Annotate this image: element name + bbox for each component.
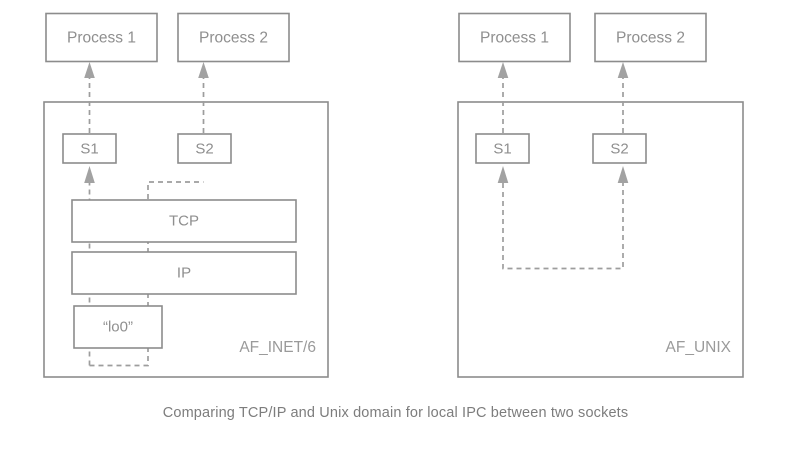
panel-unix: Process 1 Process 2	[457, 12, 744, 378]
domain-tag-unix: AF_UNIX	[666, 339, 732, 356]
stack-layer-ip-rect	[71, 251, 297, 295]
arrowhead-up-icon	[617, 62, 629, 78]
panel-tcpip: Process 1 Process 2	[43, 12, 329, 378]
process-box-2-right-rect	[594, 12, 707, 63]
process-box-1-right[interactable]: Process 1	[458, 12, 571, 63]
flow-socket1-to-process1-left	[84, 62, 95, 133]
process-box-2-left-rect	[177, 12, 290, 63]
arrowhead-up-icon	[617, 166, 629, 183]
arrowhead-up-icon	[198, 62, 209, 78]
process-box-1-left-label: Process 1	[67, 30, 136, 47]
stack-layer-lo0-rect	[73, 305, 163, 349]
socket-box-s2-left-label: S2	[195, 140, 213, 157]
process-box-2-left-label: Process 2	[199, 30, 268, 47]
socket-box-s2-right-rect	[592, 133, 647, 164]
socket-box-s1-left-label: S1	[80, 140, 98, 157]
process-box-1-right-rect	[458, 12, 571, 63]
stack-layer-tcp[interactable]: TCP	[71, 199, 297, 243]
socket-box-s1-right-label: S1	[493, 140, 511, 157]
arrowhead-up-icon	[497, 62, 509, 78]
process-box-1-left[interactable]: Process 1	[45, 12, 158, 63]
domain-tag-tcpip: AF_INET/6	[239, 339, 316, 356]
stack-layer-ip-label: IP	[177, 264, 191, 281]
stack-layer-tcp-label: TCP	[169, 212, 199, 229]
socket-box-s1-right[interactable]: S1	[475, 133, 530, 164]
process-box-2-right[interactable]: Process 2	[594, 12, 707, 63]
socket-box-s2-left[interactable]: S2	[177, 133, 232, 164]
flow-loopback-sockets-right	[497, 166, 629, 270]
process-box-1-left-rect	[45, 12, 158, 63]
stack-layer-ip[interactable]: IP	[71, 251, 297, 295]
stack-layer-lo0[interactable]: “lo0”	[73, 305, 163, 349]
socket-box-s1-left-rect	[62, 133, 117, 164]
socket-box-s1-right-rect	[475, 133, 530, 164]
stack-layer-lo0-label: “lo0”	[103, 318, 133, 335]
flow-socket1-to-process1-right	[497, 62, 509, 133]
arrowhead-up-icon	[497, 166, 509, 183]
stack-layer-tcp-rect	[71, 199, 297, 243]
socket-box-s2-right[interactable]: S2	[592, 133, 647, 164]
flow-loopback-to-socket2-left-path	[89, 181, 204, 367]
process-box-2-left[interactable]: Process 2	[177, 12, 290, 63]
socket-box-s2-left-rect	[177, 133, 232, 164]
flow-loopback-to-socket2-left	[89, 181, 204, 367]
flow-socket2-to-process2-right	[617, 62, 629, 133]
socket-box-s1-left[interactable]: S1	[62, 133, 117, 164]
flow-socket2-to-process2-left	[198, 62, 209, 133]
flow-loopback-sockets-right-path	[502, 183, 624, 270]
socket-box-s2-right-label: S2	[610, 140, 628, 157]
figure-caption: Comparing TCP/IP and Unix domain for loc…	[162, 405, 629, 421]
process-box-2-right-label: Process 2	[616, 30, 685, 47]
process-box-1-right-label: Process 1	[480, 30, 549, 47]
arrowhead-up-icon	[84, 62, 95, 78]
arrowhead-up-icon	[84, 166, 95, 183]
